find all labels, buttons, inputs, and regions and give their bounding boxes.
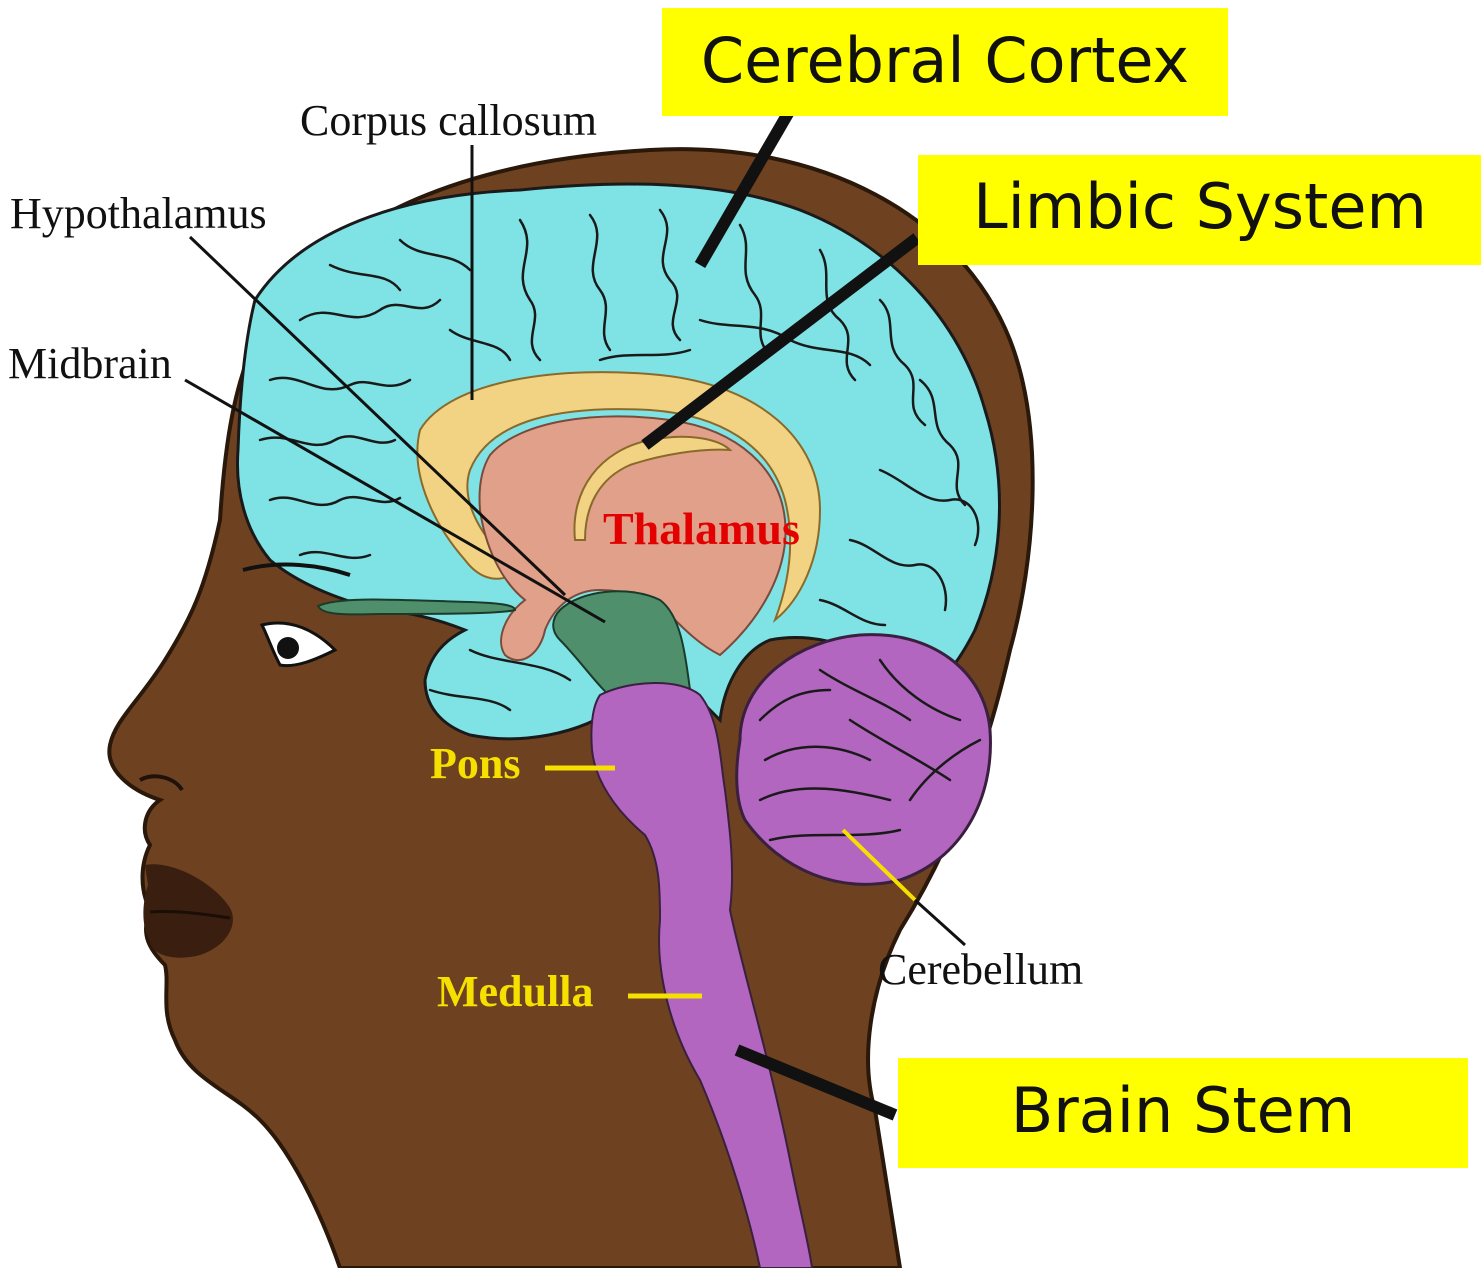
- cerebellum-label: Cerebellum: [878, 945, 1083, 994]
- cerebellum: [737, 635, 991, 885]
- cerebral-cortex-label: Cerebral Cortex: [701, 24, 1189, 97]
- midbrain-label: Midbrain: [8, 339, 172, 388]
- brain-stem-label: Brain Stem: [1011, 1074, 1355, 1147]
- limbic-system-label: Limbic System: [973, 170, 1427, 243]
- cerebellum-line-black: [915, 900, 965, 945]
- pupil: [277, 637, 299, 659]
- hypothalamus-label: Hypothalamus: [10, 189, 267, 238]
- thalamus-label: Thalamus: [603, 503, 800, 554]
- optic-nerve: [318, 600, 515, 615]
- pons-label: Pons: [430, 739, 520, 788]
- medulla-label: Medulla: [437, 967, 593, 1016]
- corpus-callosum-label: Corpus callosum: [300, 96, 597, 145]
